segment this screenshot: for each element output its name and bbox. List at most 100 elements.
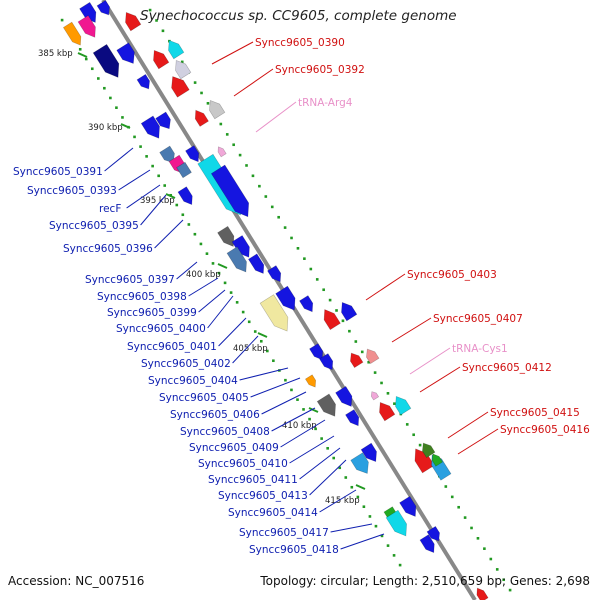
right-track-dot (360, 350, 364, 354)
left-track-dot (229, 291, 233, 294)
right-track-dot (412, 433, 415, 437)
right-track-dot (495, 568, 499, 571)
left-gene-label: Syncc9605_0409 (189, 442, 279, 454)
forward-gene-13 (177, 186, 193, 206)
accession-text: Accession: NC_007516 (8, 574, 145, 588)
forward-gene-21 (259, 294, 289, 332)
left-label-leader (198, 289, 226, 313)
left-track-dot (90, 67, 94, 71)
right-track-dot (450, 495, 454, 499)
left-label-leader (140, 194, 167, 226)
reverse-gene-1 (125, 11, 142, 32)
right-track-dot (315, 278, 319, 281)
ruler-label: 395 kbp (140, 196, 175, 206)
ruler-label: 405 kbp (233, 344, 268, 354)
left-track-dot (350, 485, 354, 489)
left-track-dot (290, 388, 293, 392)
right-track-dot (225, 133, 229, 136)
right-label-leader (211, 41, 254, 65)
left-track-dot (223, 281, 227, 285)
forward-gene-19 (248, 253, 265, 274)
left-track-dot (368, 515, 372, 518)
reverse-gene-11-shape (350, 352, 364, 369)
right-track-dot (232, 143, 235, 147)
left-label-leader (239, 367, 289, 381)
left-track-dot (151, 164, 154, 168)
left-track-dot (266, 349, 269, 353)
left-track-dot (175, 203, 179, 207)
left-gene-label: Syncc9605_0400 (116, 323, 206, 335)
forward-gene-19-shape (248, 253, 265, 274)
left-gene-label: Syncc9605_0399 (107, 307, 197, 319)
left-track-dot (332, 456, 336, 460)
reverse-gene-12 (366, 348, 380, 365)
reverse-gene-8-shape (217, 146, 227, 158)
right-track-dot (418, 443, 422, 447)
reverse-gene-15 (395, 395, 412, 416)
right-label-leader (233, 68, 274, 97)
forward-gene-28 (335, 385, 353, 407)
left-track-dot (139, 145, 142, 148)
left-track-dot (115, 106, 118, 109)
left-gene-label: Syncc9605_0393 (27, 185, 117, 197)
forward-gene-17 (231, 235, 250, 258)
left-label-leader (271, 407, 316, 432)
ruler-tick (165, 193, 176, 199)
ruler-tick (257, 332, 268, 338)
forward-gene-9-shape (155, 111, 171, 130)
right-gene-label: Syncc9605_0390 (255, 37, 345, 49)
left-label-leader (319, 489, 357, 513)
right-track-dot (367, 360, 370, 364)
left-label-leader (330, 523, 373, 533)
forward-gene-29-shape (345, 409, 360, 427)
ruler-label: 410 kbp (282, 421, 317, 431)
left-track-dot (60, 18, 64, 22)
left-track-dot (380, 534, 384, 538)
left-gene-label: Syncc9605_0401 (127, 341, 217, 353)
right-track-dot (380, 381, 383, 385)
left-gene-label: Syncc9605_0413 (218, 490, 308, 502)
left-track-dot (84, 57, 88, 61)
left-track-dot (247, 320, 251, 324)
forward-gene-29 (345, 409, 360, 427)
forward-gene-6 (116, 42, 135, 64)
left-label-leader (126, 184, 161, 209)
right-track-dot (283, 226, 287, 229)
left-label-leader (250, 377, 301, 398)
left-gene-label: Syncc9605_0395 (49, 220, 139, 232)
right-track-dot (341, 319, 345, 323)
forward-gene-10-shape (159, 145, 175, 164)
right-track-dot (322, 288, 325, 292)
ruler-label: 400 kbp (186, 270, 221, 280)
forward-gene-5 (92, 43, 120, 78)
forward-gene-4-shape (77, 15, 96, 38)
right-label-leader (255, 101, 297, 133)
right-track-dot (155, 19, 158, 22)
forward-gene-31-shape (360, 442, 377, 463)
right-track-dot (348, 329, 351, 333)
right-track-dot (290, 236, 293, 240)
left-label-leader (340, 533, 385, 550)
left-track-dot (308, 417, 311, 421)
right-track-dot (251, 174, 255, 178)
right-track-dot (270, 205, 274, 209)
right-track-dot (277, 215, 280, 219)
forward-gene-15-shape (210, 164, 250, 218)
forward-gene-34 (399, 495, 417, 517)
left-track-dot (314, 427, 317, 431)
right-label-leader (365, 273, 406, 301)
forward-gene-35 (419, 534, 435, 554)
forward-gene-18 (226, 246, 247, 273)
left-gene-label: Syncc9605_0398 (97, 291, 187, 303)
forward-gene-26 (305, 374, 317, 388)
forward-gene-12-shape (185, 145, 200, 163)
right-track-dot (508, 588, 512, 592)
ruler-label: 390 kbp (88, 123, 123, 133)
right-gene-label: Syncc9605_0416 (500, 424, 590, 436)
left-track-dot (296, 398, 299, 401)
gene-labels: Syncc9605_0391Syncc9605_0393recFSyncc960… (13, 37, 590, 556)
forward-gene-18-shape (226, 246, 247, 273)
reverse-gene-18-shape (422, 442, 436, 459)
forward-gene-4 (77, 15, 96, 38)
left-gene-label: Syncc9605_0418 (249, 544, 339, 556)
